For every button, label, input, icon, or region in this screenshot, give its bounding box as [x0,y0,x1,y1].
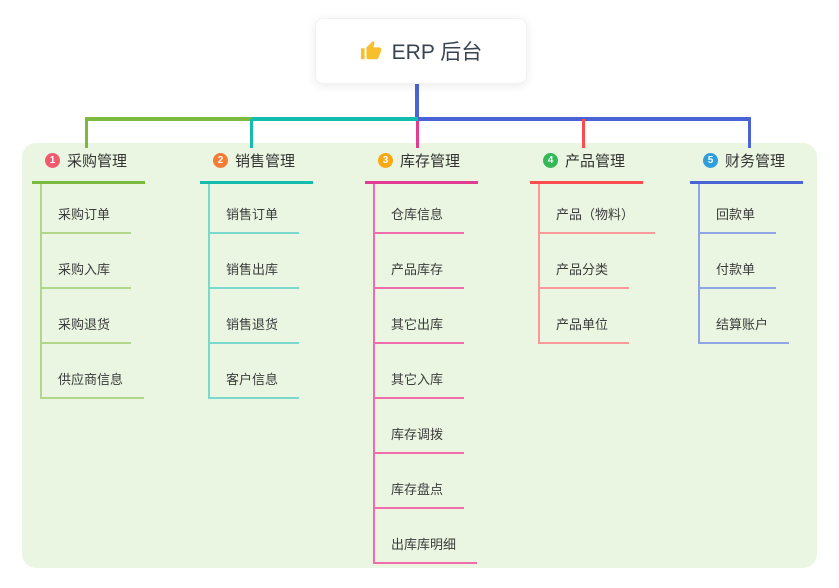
connector-drop-inventory [416,121,419,148]
node-other-outbound[interactable]: 其它出库 [375,289,465,344]
branch-title: 财务管理 [725,153,786,170]
connector-drop-product [582,119,585,148]
branch-items: 仓库信息 产品库存 其它出库 其它入库 库存调拨 库存盘点 出库库明细 [373,184,478,564]
connector-drop-sales [250,119,253,148]
branch-sales: 2 销售管理 销售订单 销售出库 销售退货 客户信息 [200,146,313,399]
node-sales-outbound[interactable]: 销售出库 [210,234,300,289]
connector-drop-procurement [85,119,88,148]
branches-container [22,143,817,568]
node-customer-info[interactable]: 客户信息 [210,344,300,399]
branch-finance: 5 财务管理 回款单 付款单 结算账户 [690,146,803,344]
branch-header-finance[interactable]: 5 财务管理 [690,146,803,184]
connector-root-stem [415,82,419,121]
node-settlement-account[interactable]: 结算账户 [700,289,790,344]
branch-header-inventory[interactable]: 3 库存管理 [365,146,478,184]
branch-title: 销售管理 [235,153,296,170]
node-sales-return[interactable]: 销售退货 [210,289,300,344]
connector-drop-finance [748,119,751,148]
branch-title: 产品管理 [565,153,626,170]
branch-product: 4 产品管理 产品（物料） 产品分类 产品单位 [530,146,656,344]
branch-procurement: 1 采购管理 采购订单 采购入库 采购退货 供应商信息 [32,146,145,399]
node-receipt-order[interactable]: 回款单 [700,184,777,234]
branch-badge: 3 [378,153,393,168]
branch-badge: 5 [703,153,718,168]
node-purchase-inbound[interactable]: 采购入库 [42,234,132,289]
node-product-stock[interactable]: 产品库存 [375,234,465,289]
node-stock-transfer[interactable]: 库存调拨 [375,399,465,454]
branch-items: 采购订单 采购入库 采购退货 供应商信息 [40,184,145,399]
branch-badge: 1 [45,153,60,168]
branch-header-product[interactable]: 4 产品管理 [530,146,643,184]
node-product-unit[interactable]: 产品单位 [540,289,630,344]
branch-items: 销售订单 销售出库 销售退货 客户信息 [208,184,300,399]
node-stock-count[interactable]: 库存盘点 [375,454,465,509]
root-node-label: ERP 后台 [391,41,483,64]
branch-header-procurement[interactable]: 1 采购管理 [32,146,145,184]
connector-horizontal-teal [252,117,418,121]
node-purchase-return[interactable]: 采购退货 [42,289,132,344]
node-product-material[interactable]: 产品（物料） [540,184,656,234]
node-purchase-order[interactable]: 采购订单 [42,184,132,234]
node-supplier-info[interactable]: 供应商信息 [42,344,145,399]
branch-title: 采购管理 [67,153,128,170]
branch-badge: 2 [213,153,228,168]
node-payment-order[interactable]: 付款单 [700,234,777,289]
node-outbound-detail[interactable]: 出库库明细 [375,509,478,564]
branch-title: 库存管理 [400,153,461,170]
connector-horizontal-green [85,117,252,121]
node-sales-order[interactable]: 销售订单 [210,184,300,234]
node-product-category[interactable]: 产品分类 [540,234,630,289]
node-other-inbound[interactable]: 其它入库 [375,344,465,399]
thumbs-up-icon [360,40,382,62]
node-warehouse-info[interactable]: 仓库信息 [375,184,465,234]
branch-inventory: 3 库存管理 仓库信息 产品库存 其它出库 其它入库 库存调拨 库存盘点 出库库… [365,146,478,564]
root-node-erp[interactable]: ERP 后台 [315,18,527,84]
branch-header-sales[interactable]: 2 销售管理 [200,146,313,184]
branch-items: 回款单 付款单 结算账户 [698,184,790,344]
branch-items: 产品（物料） 产品分类 产品单位 [538,184,656,344]
branch-badge: 4 [543,153,558,168]
